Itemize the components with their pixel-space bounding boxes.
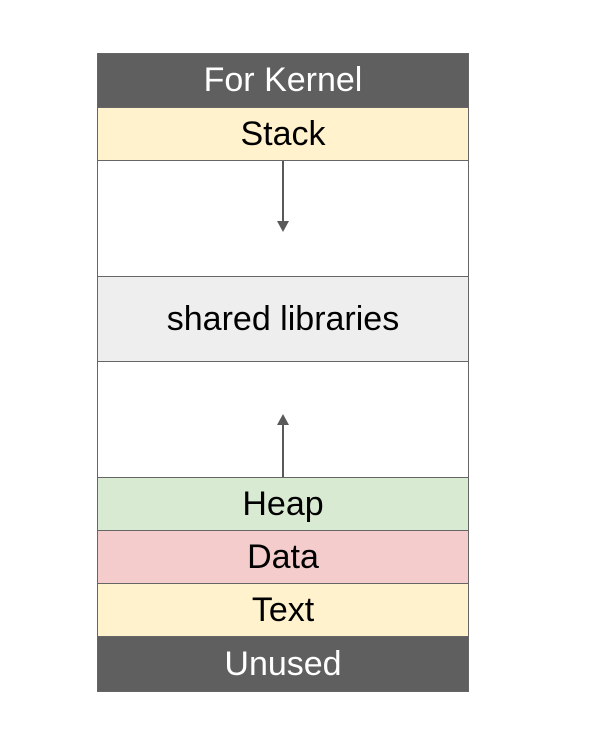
memory-layout-diagram: For Kernel Stack shared libraries Heap D… (97, 53, 469, 692)
heap-segment-label: Heap (242, 484, 324, 523)
text-segment-label: Text (251, 590, 315, 629)
shared-libraries-label: shared libraries (166, 299, 400, 338)
unused-segment-label: Unused (224, 644, 342, 683)
unused-segment: Unused (98, 637, 468, 691)
kernel-segment: For Kernel (98, 54, 468, 108)
data-segment: Data (98, 531, 468, 584)
data-segment-label: Data (247, 537, 319, 576)
text-segment: Text (98, 584, 468, 637)
shared-libraries-segment: shared libraries (98, 277, 468, 362)
stack-growth-gap (98, 161, 468, 277)
heap-growth-gap (98, 362, 468, 478)
kernel-segment-label: For Kernel (203, 61, 363, 99)
heap-segment: Heap (98, 478, 468, 531)
stack-segment-label: Stack (240, 114, 326, 153)
stack-segment: Stack (98, 108, 468, 161)
